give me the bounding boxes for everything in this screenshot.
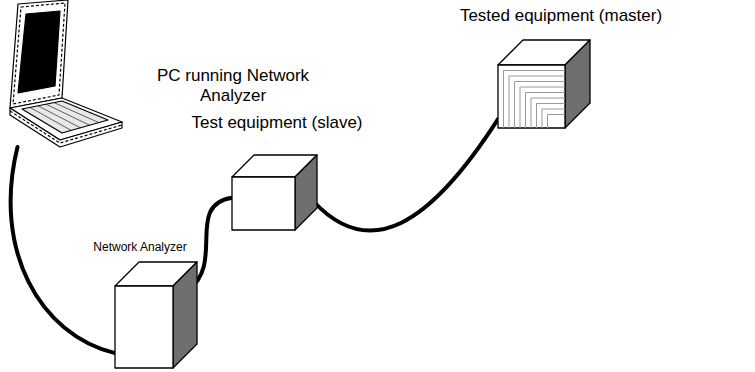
front-stripes <box>515 82 566 129</box>
cube-side <box>173 262 197 368</box>
equipment-cube <box>232 155 317 230</box>
node-label: Network Analyzer <box>75 240 205 254</box>
laptop-icon <box>0 0 125 150</box>
laptop-keyboard <box>22 101 108 133</box>
front-stripes <box>537 104 566 129</box>
cable <box>314 119 498 230</box>
laptop-lid-edge <box>13 3 65 104</box>
laptop-lid <box>10 0 68 108</box>
node-label: Test equipment (slave) <box>177 113 377 133</box>
keyboard-row <box>38 106 80 128</box>
equipment-cube <box>115 262 197 368</box>
cube-side <box>295 155 317 230</box>
keyboard-row <box>54 103 99 123</box>
front-stripes <box>504 71 566 129</box>
cube-front <box>115 286 173 368</box>
tested-equipment-box: Tested equipment (master) <box>498 40 590 128</box>
equipment-cube <box>498 40 590 128</box>
cube-front <box>498 65 565 128</box>
front-stripes <box>520 87 565 128</box>
laptop-screen <box>18 11 60 93</box>
network-analyzer-box: Network Analyzer <box>115 262 197 368</box>
front-stripes <box>548 115 566 129</box>
node-label: PC running Network Analyzer <box>148 66 318 107</box>
test-equipment-box: Test equipment (slave) <box>232 155 317 230</box>
cube-side <box>565 40 590 128</box>
keyboard-row <box>30 107 71 130</box>
front-stripes <box>526 93 566 129</box>
front-stripes <box>531 98 565 128</box>
keyboard-row <box>46 104 90 125</box>
front-stripes <box>509 76 565 128</box>
node-label: Tested equipment (master) <box>436 6 686 26</box>
laptop-pc: PC running Network Analyzer <box>0 0 125 150</box>
front-stripes <box>542 109 565 128</box>
cube-front <box>232 177 295 230</box>
